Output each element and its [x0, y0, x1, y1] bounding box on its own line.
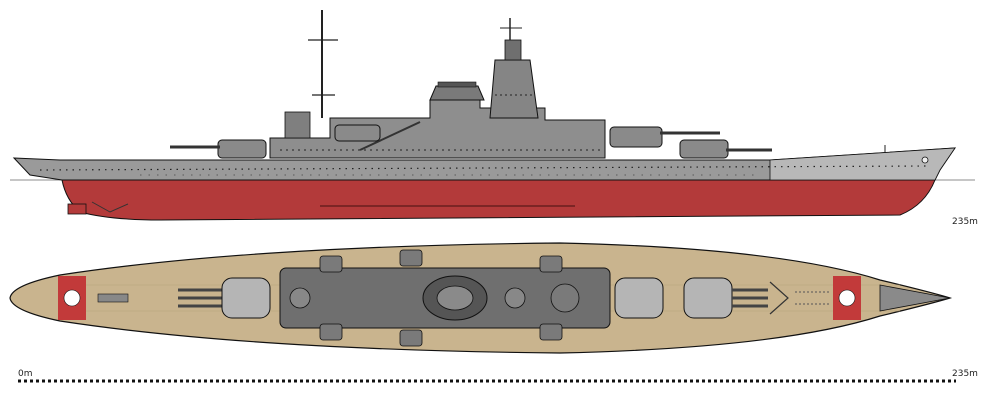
rudder — [67, 203, 87, 215]
secondary-mount — [539, 323, 563, 341]
secondary-mount — [319, 323, 343, 341]
secondary-mount — [399, 329, 423, 347]
fwd-director-top — [504, 287, 526, 309]
bow-section — [769, 147, 956, 181]
stern-fitting — [97, 293, 129, 303]
bow-marking-circle — [838, 289, 856, 307]
tower-top — [550, 283, 580, 313]
rangefinder — [504, 39, 522, 61]
propeller — [91, 201, 129, 213]
hawsepipe — [921, 156, 929, 164]
scale-bar: 0m 235m — [18, 369, 978, 383]
scale-end-label: 235m — [952, 369, 978, 379]
turret-side-aft-2 — [170, 139, 267, 159]
breakwater — [769, 281, 789, 315]
aft-director-top — [289, 287, 311, 309]
turret-side-fwd-1 — [609, 126, 720, 148]
secondary-mount — [539, 255, 563, 273]
scale-start-label: 0m — [18, 369, 33, 379]
turret-top-fwd-1 — [614, 277, 664, 319]
stern-marking-circle — [63, 289, 81, 307]
secondary-mount — [399, 249, 423, 267]
side-scale-label: 235m — [952, 217, 978, 227]
top-view — [9, 242, 953, 354]
bow-tip — [879, 284, 951, 312]
superstructure — [269, 99, 606, 159]
turret-side-aft-1 — [334, 124, 381, 142]
portholes-upper — [39, 165, 931, 171]
forward-tower — [489, 59, 539, 119]
funnel-cap — [437, 81, 477, 88]
turret-top-fwd-2 — [683, 277, 768, 319]
turret-side-fwd-2 — [679, 139, 772, 159]
anchor-chains — [795, 291, 830, 305]
lower-hull — [61, 179, 936, 221]
side-profile: 235m — [10, 10, 978, 227]
funnel — [429, 85, 485, 101]
aft-director — [284, 111, 311, 139]
turret-top-aft-2 — [178, 277, 271, 319]
crane — [359, 121, 421, 151]
secondary-mount — [319, 255, 343, 273]
funnel-grille — [436, 285, 474, 311]
